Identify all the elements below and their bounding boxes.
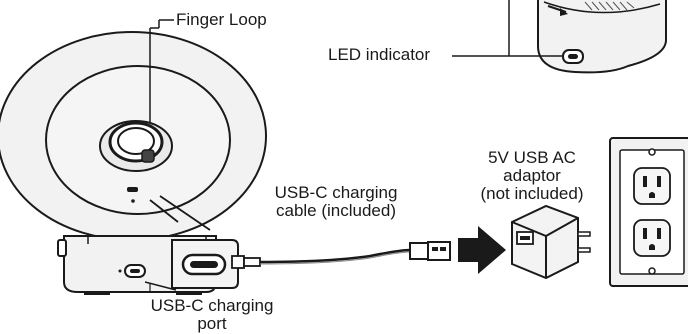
finger-loop-leader bbox=[149, 19, 174, 124]
adaptor-label-line1: 5V USB AC bbox=[488, 148, 576, 167]
usb-c-port bbox=[118, 264, 146, 278]
port-label: USB-C charging port bbox=[130, 297, 294, 333]
cable-label-line1: USB-C charging bbox=[274, 183, 398, 202]
cable-label-line2: cable (included) bbox=[275, 201, 396, 220]
finger-loop-label: Finger Loop bbox=[176, 10, 267, 29]
usb-c-plug bbox=[231, 255, 261, 269]
adaptor-label-line2: adaptor bbox=[503, 166, 561, 185]
usb-ac-adaptor bbox=[511, 204, 591, 280]
cable-label: USB-C charging cable (included) bbox=[258, 184, 414, 220]
finger-loop bbox=[99, 120, 173, 172]
device-top-view bbox=[537, 0, 667, 74]
wall-outlet bbox=[609, 137, 688, 287]
usb-a-plug bbox=[409, 241, 451, 261]
insert-arrow bbox=[458, 226, 506, 274]
led-indicator-label: LED indicator bbox=[328, 45, 431, 64]
adaptor-label-line3: (not included) bbox=[480, 184, 584, 203]
port-label-line2: port bbox=[197, 314, 227, 333]
adaptor-label: 5V USB AC adaptor (not included) bbox=[462, 149, 602, 203]
led-indicator-port bbox=[562, 49, 584, 64]
port-label-line1: USB-C charging bbox=[150, 296, 274, 315]
port-magnifier-callout bbox=[144, 195, 239, 291]
charging-cable bbox=[259, 248, 411, 264]
